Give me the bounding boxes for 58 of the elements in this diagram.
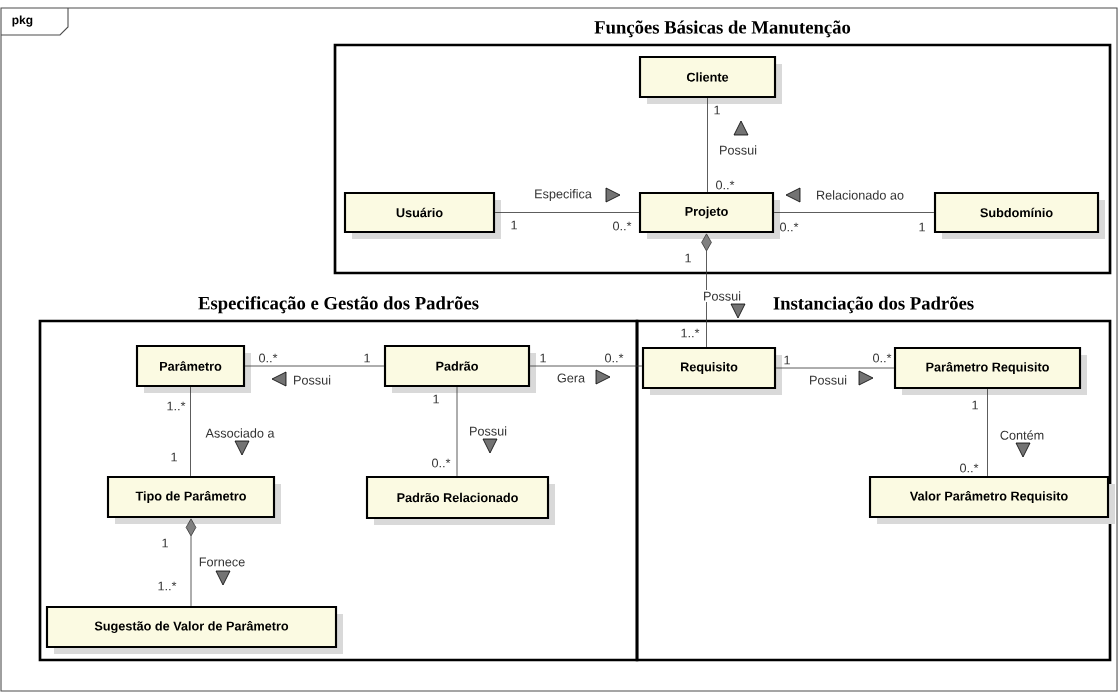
multiplicity: 1..* [681, 328, 700, 338]
association-line [775, 367, 895, 369]
class-box: Subdomínio [933, 191, 1105, 239]
association-label: Gera [555, 372, 587, 384]
association-label: Possui [717, 144, 759, 156]
multiplicity: 1 [685, 253, 691, 263]
multiplicity: 0..* [432, 458, 451, 468]
class-box: Cliente [638, 55, 782, 104]
association-label: Associado a [204, 427, 276, 439]
class-box: Padrão [383, 344, 536, 393]
multiplicity: 0..* [780, 222, 799, 232]
multiplicity: 0..* [960, 463, 979, 473]
association-line [987, 388, 988, 477]
association-label: Possui [701, 290, 743, 302]
class-box: Parâmetro [135, 344, 251, 393]
association-label: Relacionado ao [814, 189, 906, 201]
association-line [185, 518, 197, 607]
association-line [529, 365, 643, 367]
multiplicity: 0..* [613, 221, 632, 231]
node-label: Especificação e Gestão dos Padrões [198, 296, 479, 314]
class-box: Tipo de Parâmetro [106, 475, 281, 524]
multiplicity: 1 [714, 105, 720, 115]
class-box: Sugestão de Valor de Parâmetro [45, 605, 343, 654]
multiplicity: 1 [540, 353, 546, 363]
node-label: Funções Básicas de Manutenção [594, 20, 851, 38]
multiplicity: 1 [171, 452, 177, 462]
multiplicity: 0..* [716, 180, 735, 190]
association-line [773, 212, 935, 213]
multiplicity: 0..* [873, 353, 892, 363]
multiplicity: 1..* [167, 401, 186, 411]
association-line [190, 386, 191, 477]
association-label: Especifica [532, 187, 594, 203]
class-box: Usuário [343, 191, 501, 239]
association-label: Possui [467, 425, 509, 437]
class-box: Padrão Relacionado [365, 475, 555, 525]
multiplicity: 1..* [158, 581, 177, 591]
association-line [456, 386, 458, 477]
class-box: Requisito [641, 346, 782, 395]
association-label: Possui [291, 374, 333, 386]
association-label: Contém [998, 428, 1046, 442]
multiplicity: 1 [162, 538, 168, 548]
multiplicity: 1 [364, 353, 370, 363]
association-line [701, 233, 712, 348]
multiplicity: 0..* [605, 353, 624, 363]
association-label: Fornece [197, 556, 247, 568]
multiplicity: 1 [511, 220, 517, 230]
multiplicity: 1 [972, 400, 978, 410]
multiplicity: 1 [919, 222, 925, 232]
association-line [494, 212, 640, 213]
multiplicity: 1 [784, 355, 790, 365]
class-box: Projeto [638, 191, 780, 239]
class-box: Valor Parâmetro Requisito [868, 475, 1115, 524]
node-label: Instanciação dos Padrões [773, 296, 974, 314]
class-box: Parâmetro Requisito [893, 346, 1087, 395]
association-line [244, 365, 385, 367]
association-label: Possui [807, 374, 849, 386]
association-line [707, 97, 708, 193]
multiplicity: 0..* [259, 353, 278, 363]
